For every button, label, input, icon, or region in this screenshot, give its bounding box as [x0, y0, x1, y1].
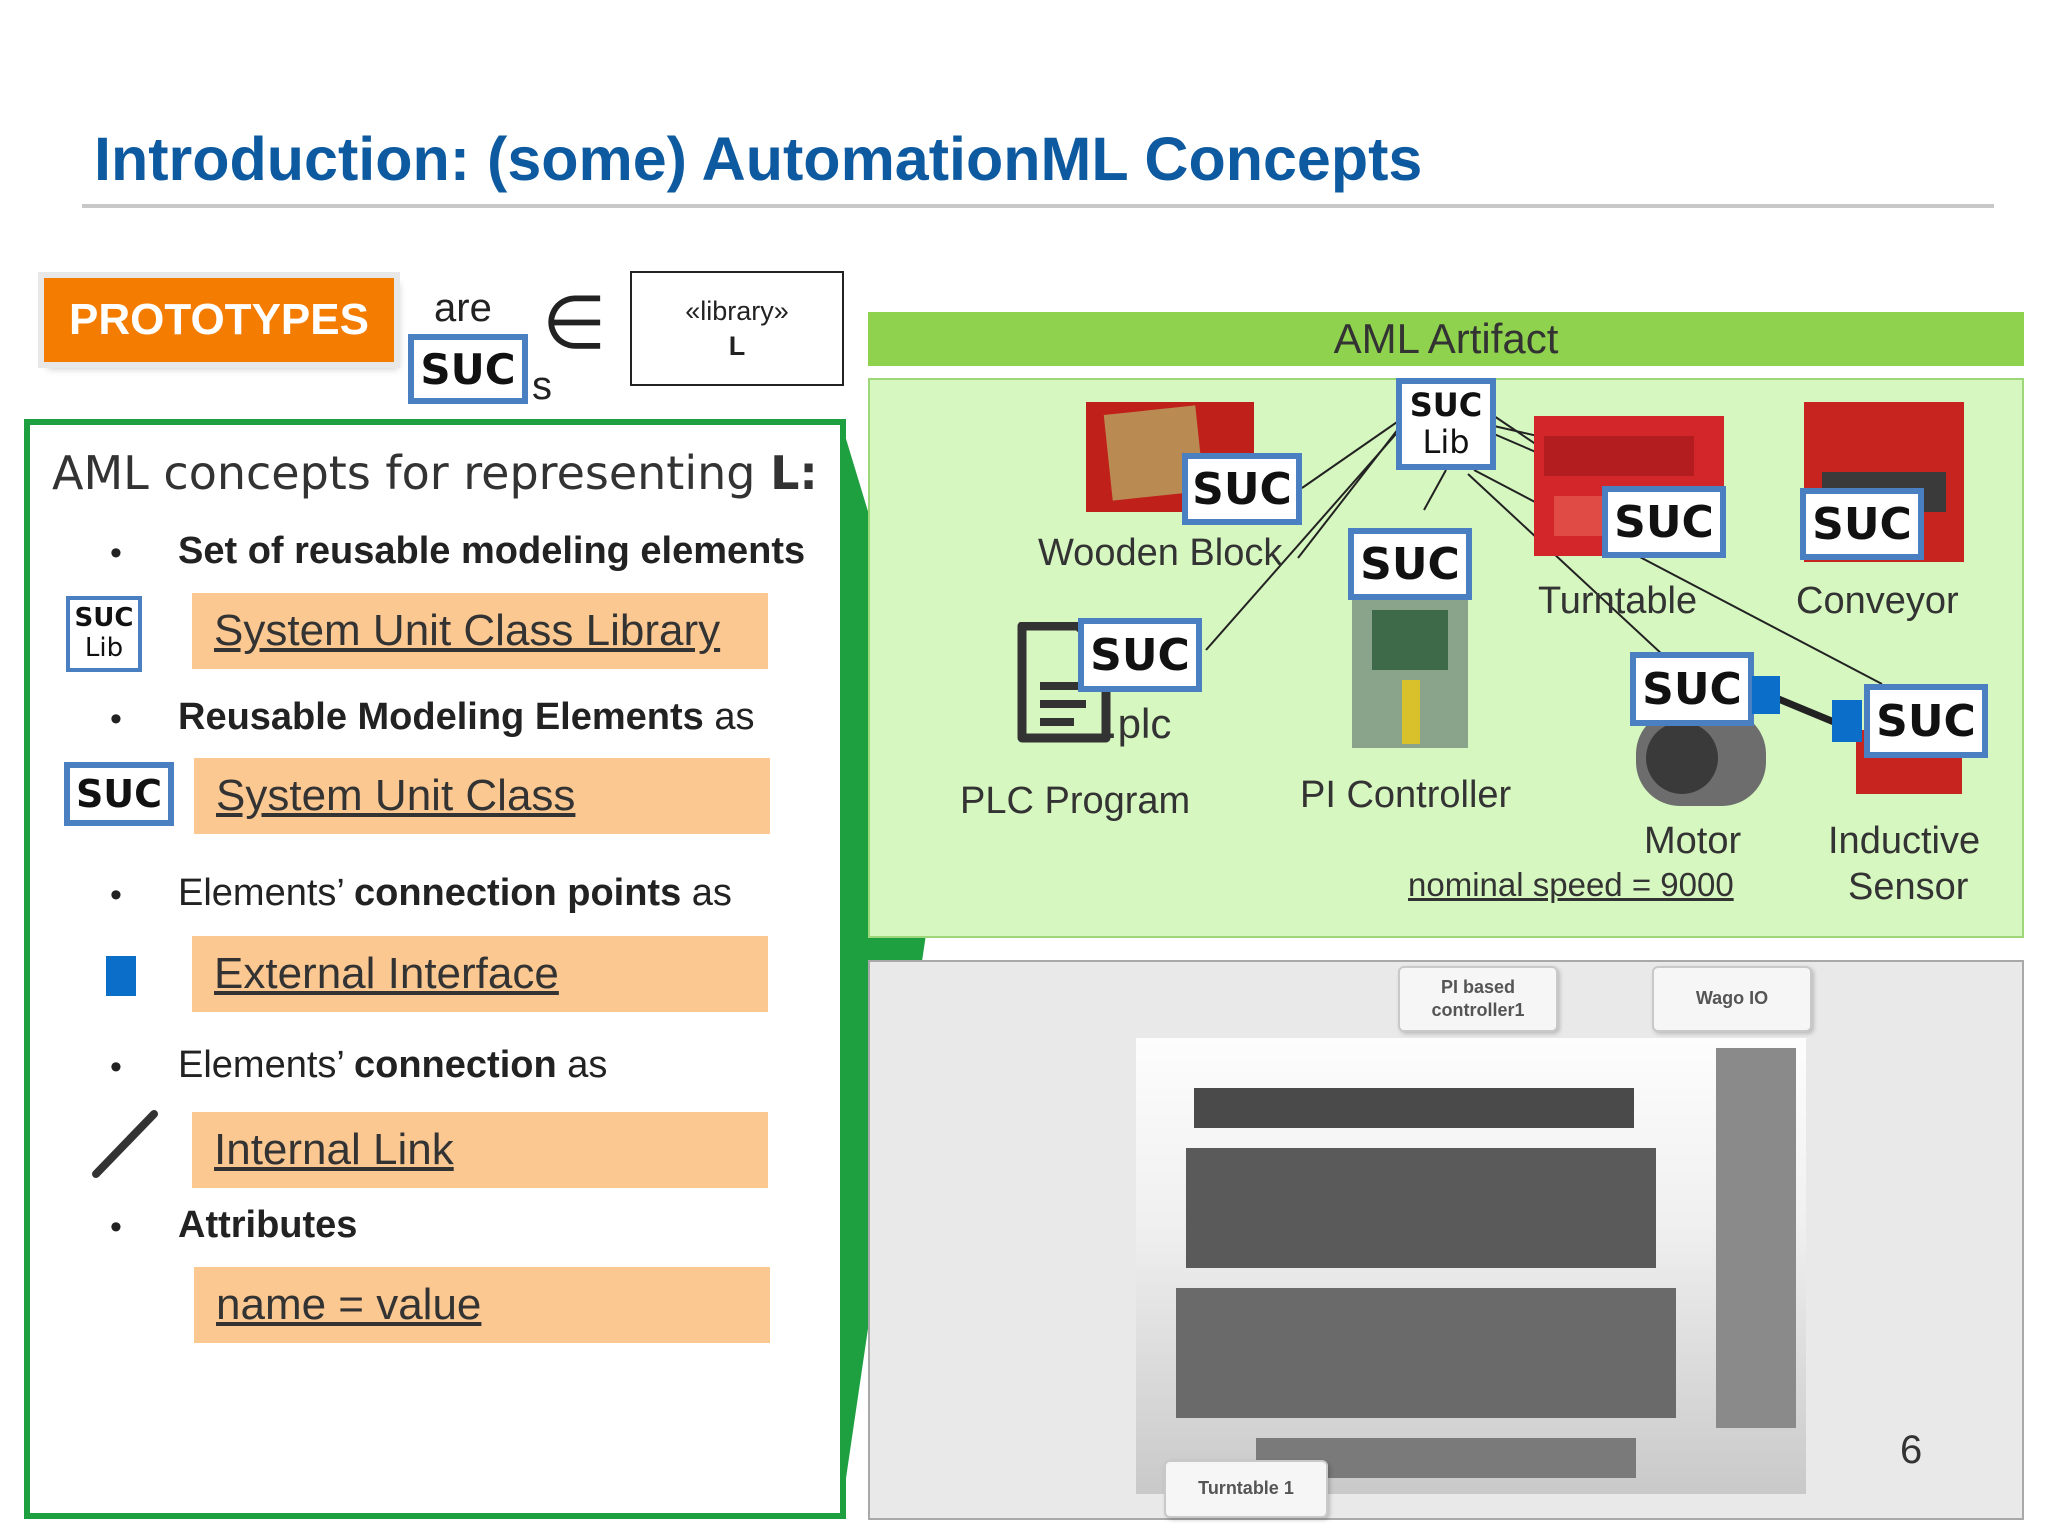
item-text: Elements’ connection as — [178, 1044, 607, 1087]
page-title: Introduction: (some) AutomationML Concep… — [94, 125, 1423, 193]
concept-internal-link: Internal Link — [192, 1112, 768, 1188]
label-conveyor: Conveyor — [1796, 580, 1959, 622]
suc-lib-line2: Lib — [84, 633, 124, 663]
suc-turntable: SUC — [1602, 486, 1726, 558]
item-text-plain: as — [681, 872, 732, 914]
motor-attribute: nominal speed = 9000 — [1408, 866, 1734, 903]
suc-plc: SUC — [1078, 618, 1202, 692]
suc-lib-artifact: SUC Lib — [1396, 378, 1496, 470]
item-text-plain: as — [556, 1044, 608, 1086]
item-text-bold: Set of reusable modeling elements — [178, 530, 806, 572]
label-inductive-sensor-line2: Sensor — [1848, 866, 1969, 908]
label-motor: Motor — [1644, 820, 1742, 862]
bullet: • — [110, 700, 122, 738]
suc-pi-controller: SUC — [1348, 528, 1472, 600]
suc-wooden-block: SUC — [1182, 453, 1302, 525]
label-plc-program: PLC Program — [960, 780, 1191, 822]
prototypes-badge: PROTOTYPES — [44, 278, 394, 362]
item-text: Set of reusable modeling elements — [178, 530, 805, 573]
label-plc-extension: .plc — [1106, 700, 1172, 747]
item-text-plain: Elements’ — [178, 872, 354, 914]
element-of-symbol: ∈ — [542, 281, 607, 364]
blue-square-icon — [106, 956, 136, 996]
panel-heading-text: AML concepts for representing — [52, 446, 771, 500]
item-text: Attributes — [178, 1204, 357, 1247]
callout-pi-controller: PI based controller1 — [1398, 966, 1558, 1032]
suc-lib-icon: SUC Lib — [66, 596, 142, 672]
item-text-plain: Elements’ — [178, 1044, 354, 1086]
callout-pi-line1: PI based — [1440, 976, 1516, 997]
motor-image — [1636, 710, 1766, 806]
concept-attribute: name = value — [194, 1267, 770, 1343]
label-turntable: Turntable — [1538, 580, 1698, 622]
suc-icon: SUC — [408, 334, 528, 404]
suc-inductive-sensor: SUC — [1864, 684, 1988, 758]
plural-s-text: s — [532, 364, 552, 408]
library-stereotype: «library» — [685, 295, 789, 326]
suc-conveyor: SUC — [1800, 488, 1924, 560]
diagonal-line-icon — [92, 1110, 158, 1178]
item-text: Elements’ connection points as — [178, 872, 732, 915]
concept-system-unit-class: System Unit Class — [194, 758, 770, 834]
bullet: • — [110, 534, 122, 572]
callout-wago-io: Wago IO — [1652, 966, 1812, 1032]
are-text: are — [434, 286, 492, 330]
suc-icon: SUC — [64, 762, 174, 826]
bullet: • — [110, 1048, 122, 1086]
suc-lib-artifact-line2: Lib — [1422, 423, 1470, 461]
callout-turntable: Turntable 1 — [1164, 1460, 1328, 1518]
motor-interface-icon — [1752, 676, 1780, 714]
bullet: • — [110, 1208, 122, 1246]
concept-external-interface: External Interface — [192, 936, 768, 1012]
suc-motor: SUC — [1630, 652, 1754, 726]
lab-setup-photo — [1136, 1038, 1806, 1494]
pi-controller-image — [1352, 580, 1468, 748]
sensor-interface-icon — [1832, 700, 1862, 742]
suc-lib-line1: SUC — [74, 603, 134, 634]
item-text-bold: connection points — [354, 872, 682, 914]
item-text-plain: as — [703, 696, 755, 738]
label-pi-controller: PI Controller — [1300, 774, 1512, 816]
panel-heading: AML concepts for representing L: — [52, 446, 818, 500]
aml-artifact-header: AML Artifact — [868, 312, 2024, 366]
page-number: 6 — [1900, 1428, 1923, 1472]
library-name: L — [728, 330, 746, 361]
label-inductive-sensor-line1: Inductive — [1828, 820, 1981, 862]
concept-system-unit-class-library: System Unit Class Library — [192, 593, 768, 669]
label-wooden-block: Wooden Block — [1038, 532, 1283, 574]
bullet: • — [110, 876, 122, 914]
item-text-bold: Reusable Modeling Elements — [178, 696, 704, 738]
callout-pi-line2: controller1 — [1431, 1000, 1525, 1020]
item-text-bold: Attributes — [178, 1204, 358, 1246]
item-text: Reusable Modeling Elements as — [178, 696, 755, 739]
library-box: «library» L — [630, 271, 844, 386]
suc-lib-artifact-line1: SUC — [1409, 386, 1483, 425]
title-divider — [82, 204, 1994, 208]
panel-heading-bold: L: — [770, 446, 818, 500]
item-text-bold: connection — [354, 1044, 557, 1086]
